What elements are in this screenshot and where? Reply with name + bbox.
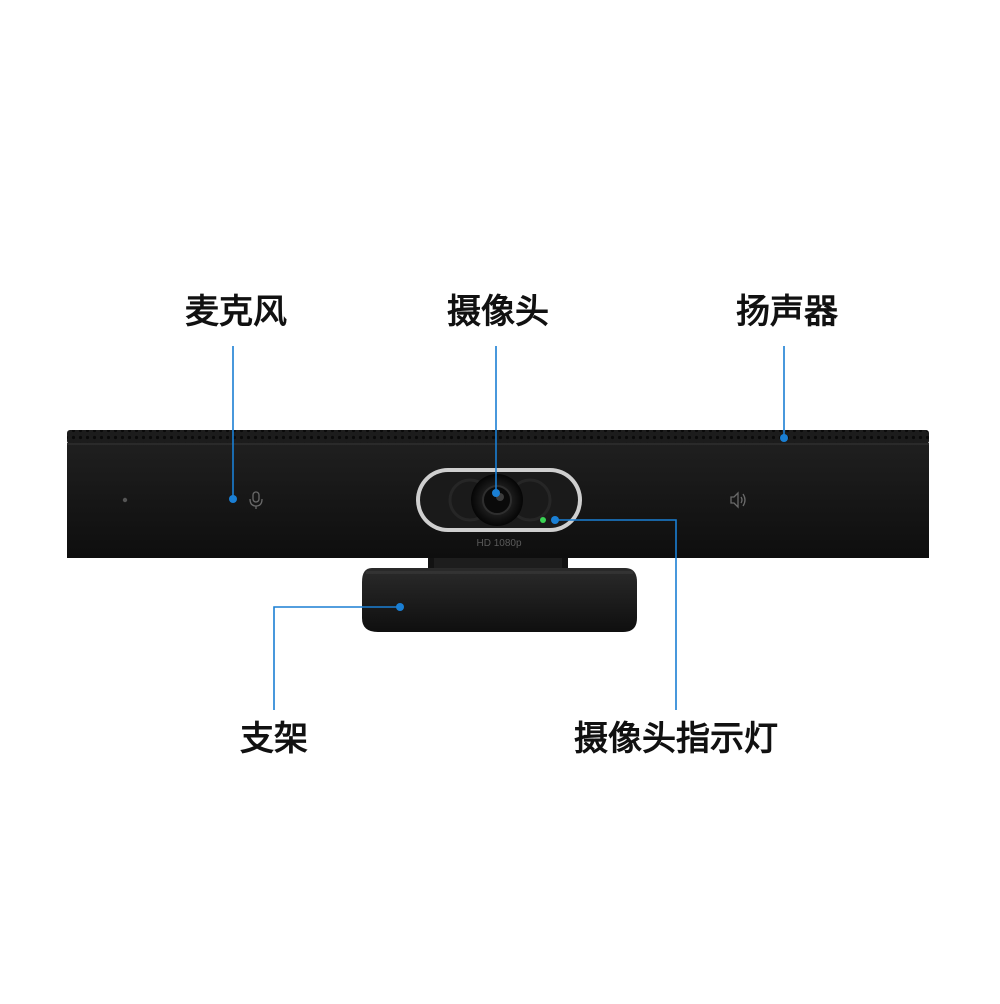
camera-module xyxy=(416,468,582,532)
speaker-volume-icon xyxy=(730,491,746,509)
indicator-led xyxy=(540,517,546,523)
callout-line-indicator xyxy=(555,519,677,710)
callout-dot-microphone xyxy=(229,495,237,503)
callout-dot-speaker xyxy=(780,434,788,442)
callout-dot-indicator xyxy=(551,516,559,524)
label-stand: 支架 xyxy=(240,719,308,759)
lens-caption: HD 1080p xyxy=(476,538,521,549)
callout-dot-camera xyxy=(492,489,500,497)
microphone-icon xyxy=(249,491,263,509)
label-camera: 摄像头 xyxy=(447,292,549,332)
callout-line-stand xyxy=(273,606,400,710)
label-speaker: 扬声器 xyxy=(736,292,838,332)
label-microphone: 麦克风 xyxy=(185,292,287,332)
label-camera-indicator: 摄像头指示灯 xyxy=(574,719,778,759)
pinhole xyxy=(122,497,128,503)
stand-foot xyxy=(362,568,637,632)
callout-dot-stand xyxy=(396,603,404,611)
